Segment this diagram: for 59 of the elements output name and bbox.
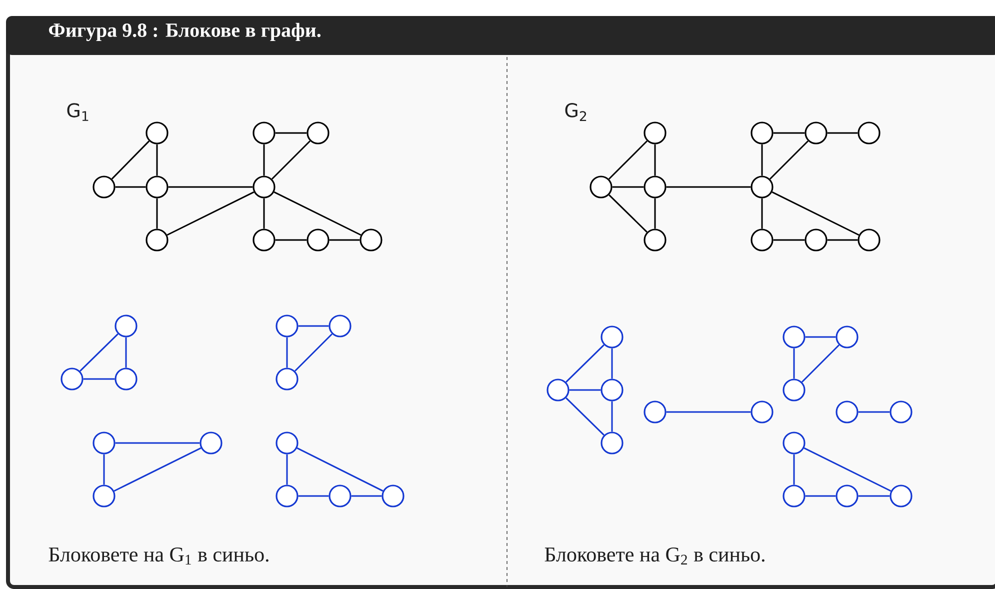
graph-edge	[654, 144, 656, 176]
graph-edge	[761, 144, 763, 176]
graph-edge	[103, 454, 105, 485]
graph-edge	[858, 411, 890, 413]
graph-edge	[125, 337, 127, 368]
graph-edge	[263, 144, 265, 176]
graph-edge	[294, 333, 333, 372]
graph-edge	[275, 239, 307, 241]
graph-edge	[772, 191, 860, 236]
graph-edge	[804, 447, 892, 492]
graph-edge	[773, 239, 805, 241]
graph-edge	[274, 191, 362, 236]
caption-text: Блоковете на G$_{2}$ в синьо.	[544, 548, 764, 565]
graph-edge	[827, 132, 858, 134]
caption-text: Блоковете на G$_{1}$ в синьо.	[48, 548, 268, 565]
graph-edge	[569, 389, 601, 391]
graph-edge	[611, 401, 613, 432]
graph-edge	[793, 348, 795, 379]
graph-edge	[666, 411, 751, 413]
graph-edge	[608, 140, 648, 180]
graph-edge	[805, 495, 836, 497]
graph-edge	[115, 442, 200, 444]
graph-edge	[608, 194, 648, 233]
graph-edge	[83, 378, 115, 380]
graph-edge	[761, 198, 763, 229]
graph-edge	[666, 186, 751, 188]
graph-name: G$_{2}$	[565, 103, 586, 121]
graph-edge	[858, 495, 890, 497]
graph-name: G$_{1}$	[67, 103, 88, 121]
graph-edge	[611, 348, 613, 379]
graph-edge	[801, 344, 840, 383]
graph-edge	[286, 454, 288, 485]
graph-edge	[827, 239, 858, 241]
graph-edge	[156, 144, 158, 176]
graph-edge	[115, 186, 146, 188]
graph-edge	[351, 495, 382, 497]
graph-edge	[566, 397, 604, 436]
graph-edge	[80, 333, 118, 372]
graph-edge	[329, 239, 360, 241]
graph-edge	[654, 198, 656, 229]
graph-edge	[275, 132, 307, 134]
graph-edge	[166, 191, 254, 236]
graph-edge	[263, 198, 265, 229]
graph-edge	[773, 132, 805, 134]
graph-edge	[286, 337, 288, 368]
graph-edge	[612, 186, 644, 188]
graph-edge	[298, 495, 329, 497]
title-bar: Фигура 9.8 : Блокове в графи.	[6, 16, 995, 55]
graph-edge	[111, 140, 150, 180]
graph-edge	[298, 325, 329, 327]
graph-edge	[296, 447, 384, 492]
graph-edge	[114, 447, 202, 492]
graph-edge	[805, 336, 836, 338]
graph-edge	[168, 186, 253, 188]
graph-edge	[156, 198, 158, 229]
graph-edge	[271, 140, 311, 180]
graph-edge	[566, 344, 604, 383]
graph-edge	[793, 454, 795, 485]
graph-edge	[769, 140, 809, 180]
